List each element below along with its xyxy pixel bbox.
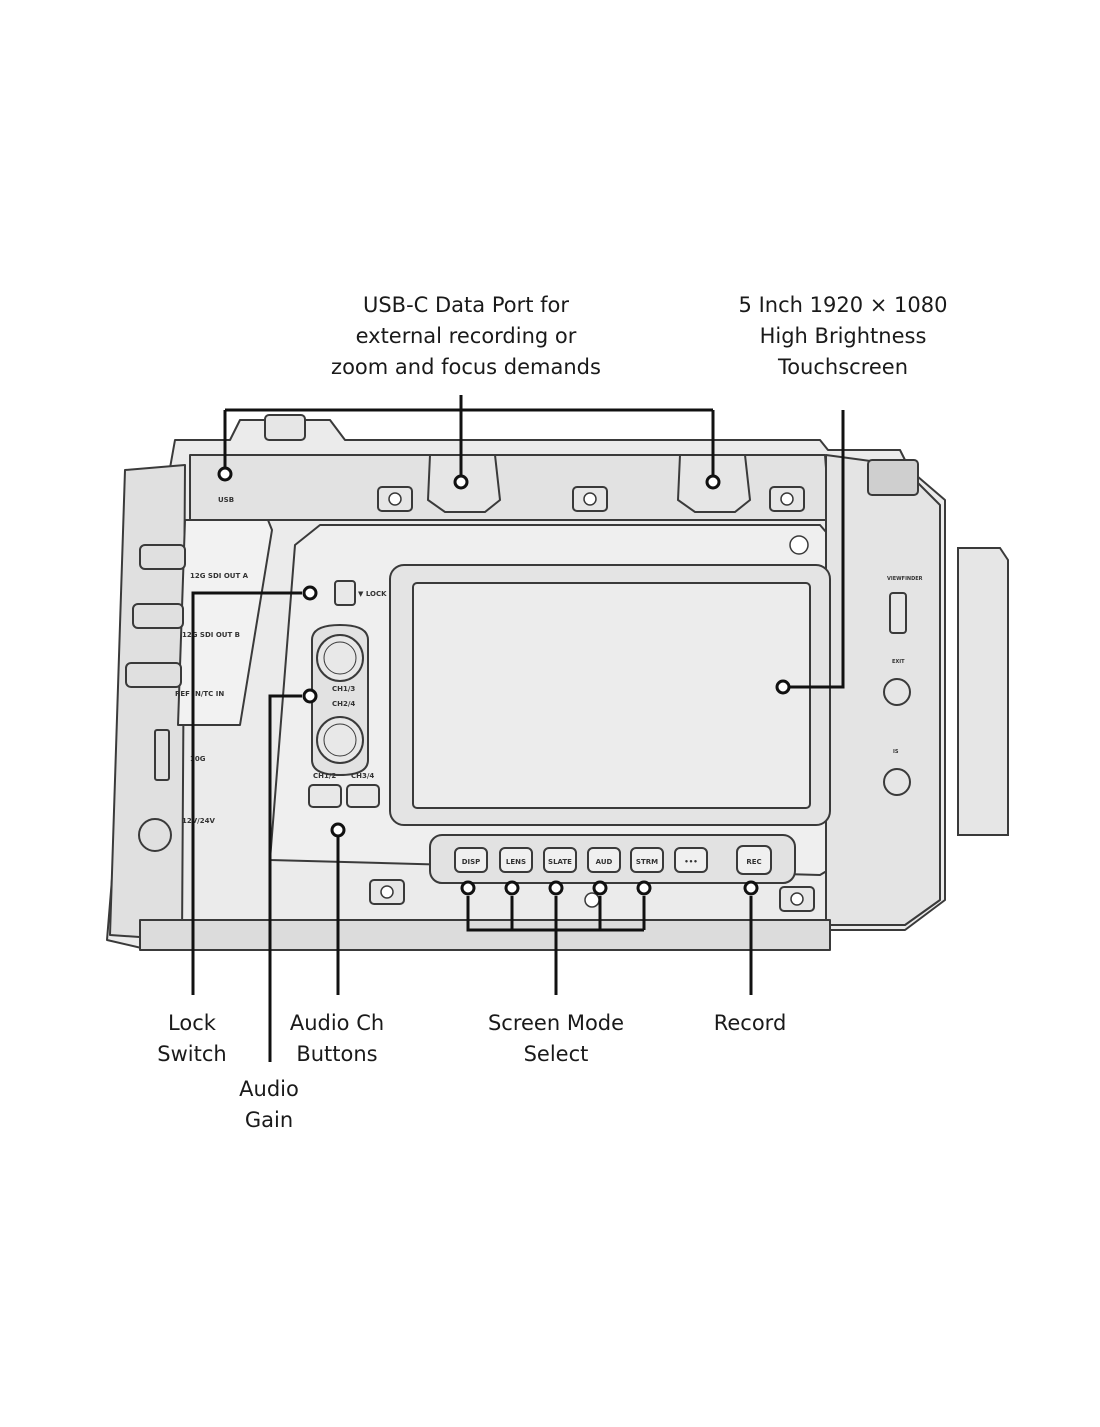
touchscreen	[412, 582, 811, 809]
io-side-panel	[109, 464, 186, 941]
audioch-callout-line-2: Buttons	[296, 1042, 378, 1066]
ch12-label: CH1/2	[313, 772, 336, 780]
screw-icon	[380, 885, 394, 899]
usb-callout-line-2: external recording or	[355, 324, 577, 348]
is-label: IS	[893, 749, 899, 755]
usb-callout-label: USB-C Data Port for external recording o…	[331, 290, 601, 383]
usb-callout-line-1: USB-C Data Port for	[362, 293, 570, 317]
ref-label: REF IN/TC IN	[175, 690, 224, 698]
screen-callout-line-1: 5 Inch 1920 × 1080	[738, 293, 948, 317]
strm-button	[630, 847, 664, 873]
bottom-rail	[139, 919, 831, 951]
screw-icon	[790, 892, 804, 906]
screen-leader-line	[790, 410, 845, 689]
ch34-label: CH3/4	[351, 772, 374, 780]
bnc-connector-a	[139, 544, 186, 570]
callout-dot	[504, 880, 520, 896]
callout-dot	[217, 466, 233, 482]
callout-dot	[743, 880, 759, 896]
usb-leader-line	[223, 395, 715, 475]
slate-label: SLATE	[548, 858, 572, 866]
callout-dot	[330, 822, 346, 838]
rec-button	[736, 845, 772, 875]
power-connector	[138, 818, 172, 852]
gain-callout-line-1: Audio	[239, 1077, 299, 1101]
lock-callout-line-1: Lock	[168, 1011, 216, 1035]
exit-label: EXIT	[892, 659, 905, 665]
record-callout-label: Record	[714, 1008, 787, 1039]
callout-dot	[453, 474, 469, 490]
exit-control	[883, 678, 911, 706]
callout-dot	[460, 880, 476, 896]
usb-port-label: USB	[218, 496, 234, 504]
ten-g-label: 10G	[190, 755, 206, 763]
rec-label: REC	[746, 858, 761, 866]
power-screw-icon	[789, 535, 809, 555]
ch24-label: CH2/4	[332, 700, 355, 708]
screen-callout-line-2: High Brightness	[759, 324, 927, 348]
screw-icon	[388, 492, 402, 506]
viewfinder-port	[889, 592, 907, 634]
callout-dot	[775, 679, 791, 695]
lock-callout-line-2: Switch	[157, 1042, 227, 1066]
lock-label: ▼ LOCK	[358, 590, 387, 598]
gain-leader-line	[268, 694, 302, 1062]
mode-callout-line-2: Select	[523, 1042, 589, 1066]
side-handle	[957, 547, 1009, 836]
callout-dot	[592, 880, 608, 896]
callout-dot	[302, 688, 318, 704]
audio-ch-callout-label: Audio Ch Buttons	[290, 1008, 384, 1070]
more-label: •••	[684, 858, 697, 866]
callout-dot	[705, 474, 721, 490]
aud-button	[587, 847, 621, 873]
lens-button	[499, 847, 533, 873]
usb-callout-line-3: zoom and focus demands	[331, 355, 601, 379]
screw-icon	[584, 892, 600, 908]
audioch-callout-line-1: Audio Ch	[289, 1011, 385, 1035]
aud-label: AUD	[596, 858, 613, 866]
ch12-button	[308, 784, 342, 808]
screw-icon	[780, 492, 794, 506]
sdi-b-label: 12G SDI OUT B	[182, 631, 240, 639]
bnc-connector-b	[132, 603, 184, 629]
power-label: 12V/24V	[182, 817, 215, 825]
strm-label: STRM	[636, 858, 658, 866]
callout-dot	[302, 585, 318, 601]
ethernet-port	[154, 729, 170, 781]
lock-switch-callout-label: Lock Switch	[157, 1008, 226, 1070]
record-callout-line-1: Record	[713, 1011, 787, 1035]
is-control	[883, 768, 911, 796]
gain-callout-line-2: Gain	[244, 1108, 294, 1132]
mode-leader-line	[466, 896, 646, 995]
ch13-label: CH1/3	[332, 685, 355, 693]
grille	[867, 459, 919, 496]
screen-callout-line-3: Touchscreen	[777, 355, 909, 379]
lens-label: LENS	[506, 858, 526, 866]
audio-gain-callout-label: Audio Gain	[239, 1074, 299, 1136]
io-cover	[177, 519, 273, 726]
sdi-a-label: 12G SDI OUT A	[190, 572, 249, 580]
disp-label: DISP	[462, 858, 481, 866]
callout-dot	[548, 880, 564, 896]
mode-callout-line-1: Screen Mode	[487, 1011, 625, 1035]
bnc-connector-ref	[125, 662, 182, 688]
ch34-button	[346, 784, 380, 808]
slate-button	[543, 847, 577, 873]
more-button	[674, 847, 708, 873]
viewfinder-label: VIEWFINDER	[887, 576, 923, 582]
screw-icon	[583, 492, 597, 506]
top-knob	[264, 414, 306, 441]
callout-dot	[636, 880, 652, 896]
lock-switch	[334, 580, 356, 606]
disp-button	[454, 847, 488, 873]
lock-leader-line	[191, 591, 302, 995]
touchscreen-callout-label: 5 Inch 1920 × 1080 High Brightness Touch…	[739, 290, 948, 383]
screen-mode-callout-label: Screen Mode Select	[488, 1008, 624, 1070]
